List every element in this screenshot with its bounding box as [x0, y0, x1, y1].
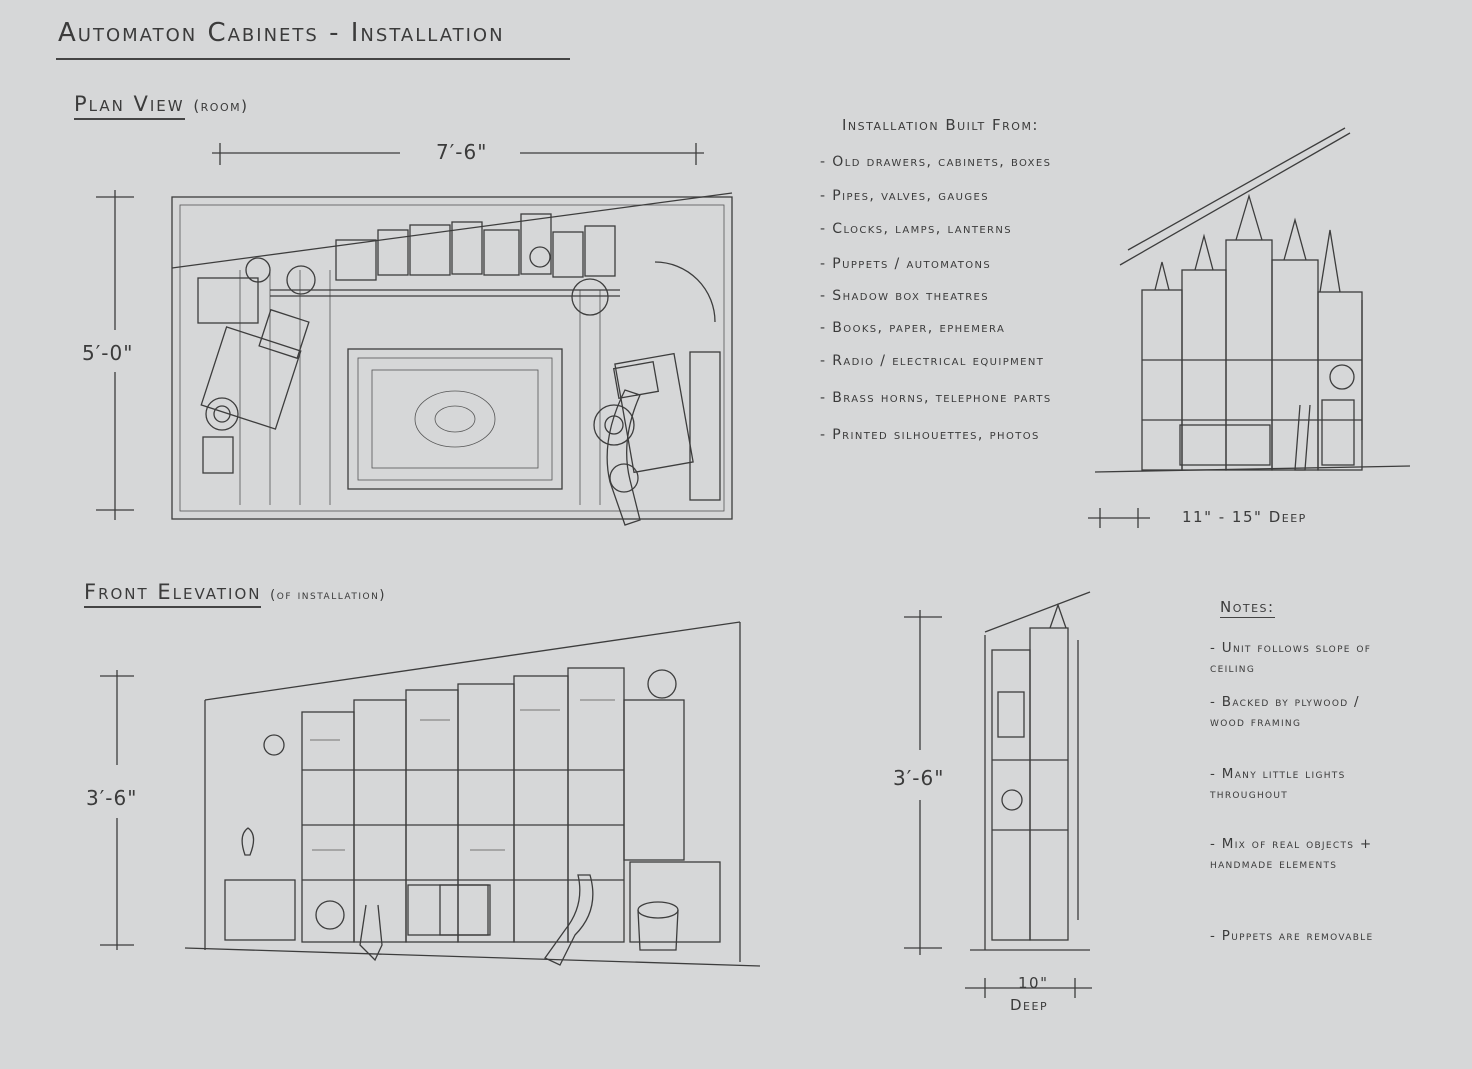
note-item: - Unit follows slope of ceiling: [1210, 640, 1372, 676]
plan-view-heading-text: Plan View: [74, 92, 185, 120]
note-item: - Mix of real objects + handmade element…: [1210, 836, 1373, 872]
plan-view-heading-sub: (room): [193, 97, 249, 115]
note-item: - Puppets are removable: [1210, 928, 1374, 944]
front-elevation-heading: Front Elevation (of installation): [84, 580, 386, 608]
side-view-drawing: [1088, 127, 1411, 528]
section-depth-value: 10": [1018, 974, 1049, 992]
plan-height-dimension: 5′-0": [82, 341, 134, 365]
title-underline: [56, 58, 570, 60]
page-title: Automaton Cabinets - Installation: [58, 18, 505, 48]
materials-item: - Printed silhouettes, photos: [820, 427, 1040, 443]
side-depth-dimension: 11" - 15" Deep: [1182, 508, 1307, 526]
section-depth-word: Deep: [1010, 996, 1049, 1014]
plan-view-heading: Plan View (room): [74, 92, 249, 120]
plan-width-dimension: 7′-6": [436, 140, 488, 164]
materials-item: - Pipes, valves, gauges: [820, 188, 989, 204]
materials-item: - Brass horns, telephone parts: [820, 390, 1052, 406]
note-item: - Many little lights throughout: [1210, 766, 1346, 802]
front-elevation-heading-sub: (of installation): [270, 588, 386, 603]
notes-heading: Notes:: [1220, 598, 1275, 618]
materials-item: - Shadow box theatres: [820, 288, 990, 304]
materials-item: - Puppets / automatons: [820, 256, 992, 272]
elevation-height-dimension: 3′-6": [86, 786, 138, 810]
section-height-dimension: 3′-6": [893, 766, 945, 790]
materials-item: - Old drawers, cabinets, boxes: [820, 154, 1052, 170]
materials-item: - Books, paper, ephemera: [820, 320, 1006, 336]
materials-heading: Installation Built From:: [842, 116, 1039, 134]
plan-view-drawing: [96, 143, 733, 526]
front-elevation-drawing: [100, 621, 761, 967]
front-elevation-heading-text: Front Elevation: [84, 580, 262, 608]
materials-item: - Radio / electrical equipment: [820, 353, 1045, 369]
note-item: - Backed by plywood / wood framing: [1210, 694, 1360, 730]
section-view-drawing: [904, 591, 1092, 998]
materials-item: - Clocks, lamps, lanterns: [820, 221, 1013, 237]
